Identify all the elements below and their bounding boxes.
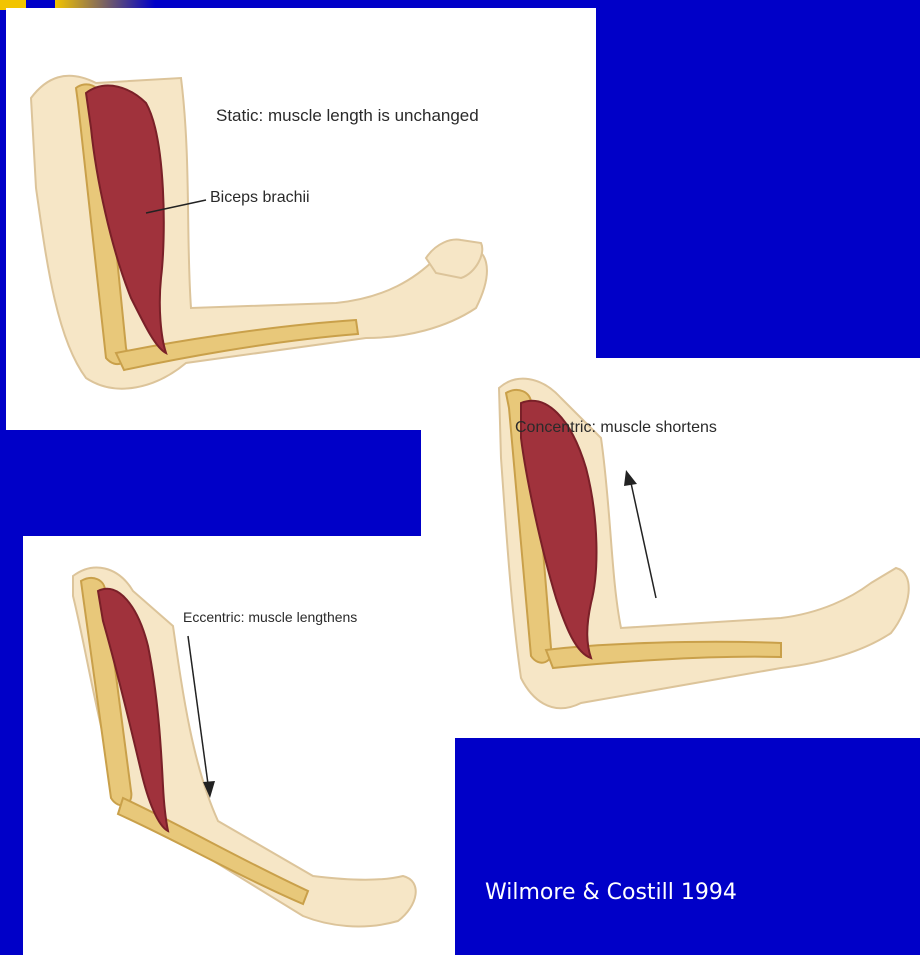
biceps-brachii-label: Biceps brachii [210,189,310,207]
concentric-contraction-panel: Concentric: muscle shortens [421,358,920,738]
arrow-head-up [624,470,637,486]
eccentric-arm-illustration [23,536,455,955]
citation: Wilmore & Costill 1994 [485,880,737,905]
shortening-arrow [631,483,656,598]
static-caption: Static: muscle length is unchanged [216,106,479,126]
eccentric-caption: Eccentric: muscle lengthens [183,609,357,625]
concentric-caption: Concentric: muscle shortens [515,419,717,437]
concentric-arm-illustration [421,358,920,738]
eccentric-contraction-panel: Eccentric: muscle lengthens [23,536,455,955]
